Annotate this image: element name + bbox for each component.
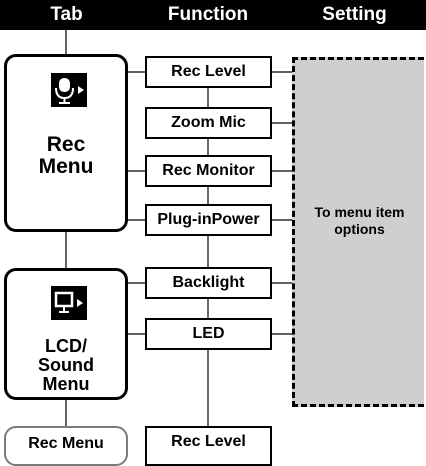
header-function: Function <box>167 4 249 25</box>
tab-lcd-line2: Sound <box>38 354 94 375</box>
function-backlight[interactable]: Backlight <box>145 267 272 299</box>
function-plug-in-power[interactable]: Plug-inPower <box>145 204 272 236</box>
settings-text: To menu item options <box>314 204 405 237</box>
tab-lcd-line3: Menu <box>42 373 90 394</box>
tab-rec-menu-bottom[interactable]: Rec Menu <box>4 426 128 466</box>
header-bar: Tab Function Setting <box>0 0 426 30</box>
function-zoom-mic[interactable]: Zoom Mic <box>145 107 272 139</box>
settings-region: To menu item options <box>292 57 424 407</box>
tab-rec-menu[interactable]: Rec Menu <box>4 54 128 232</box>
header-setting: Setting <box>322 4 387 25</box>
tab-lcd-line1: LCD/ <box>45 336 87 356</box>
header-tab: Tab <box>50 4 83 25</box>
tab-rec-menu-line2: Menu <box>38 155 94 179</box>
function-rec-monitor[interactable]: Rec Monitor <box>145 155 272 187</box>
tab-rec-menu-label: Rec Menu <box>7 133 125 179</box>
function-led[interactable]: LED <box>145 318 272 350</box>
function-rec-level-bottom[interactable]: Rec Level <box>145 426 272 466</box>
monitor-icon <box>51 286 87 320</box>
tab-lcd-sound-menu[interactable]: LCD/ Sound Menu <box>4 268 128 400</box>
tab-rec-menu-bottom-label: Rec Menu <box>28 435 104 452</box>
function-rec-level[interactable]: Rec Level <box>145 56 272 88</box>
tab-rec-menu-line1: Rec <box>46 133 86 156</box>
tab-lcd-sound-menu-label: LCD/ Sound Menu <box>7 337 125 394</box>
microphone-icon <box>51 73 87 107</box>
